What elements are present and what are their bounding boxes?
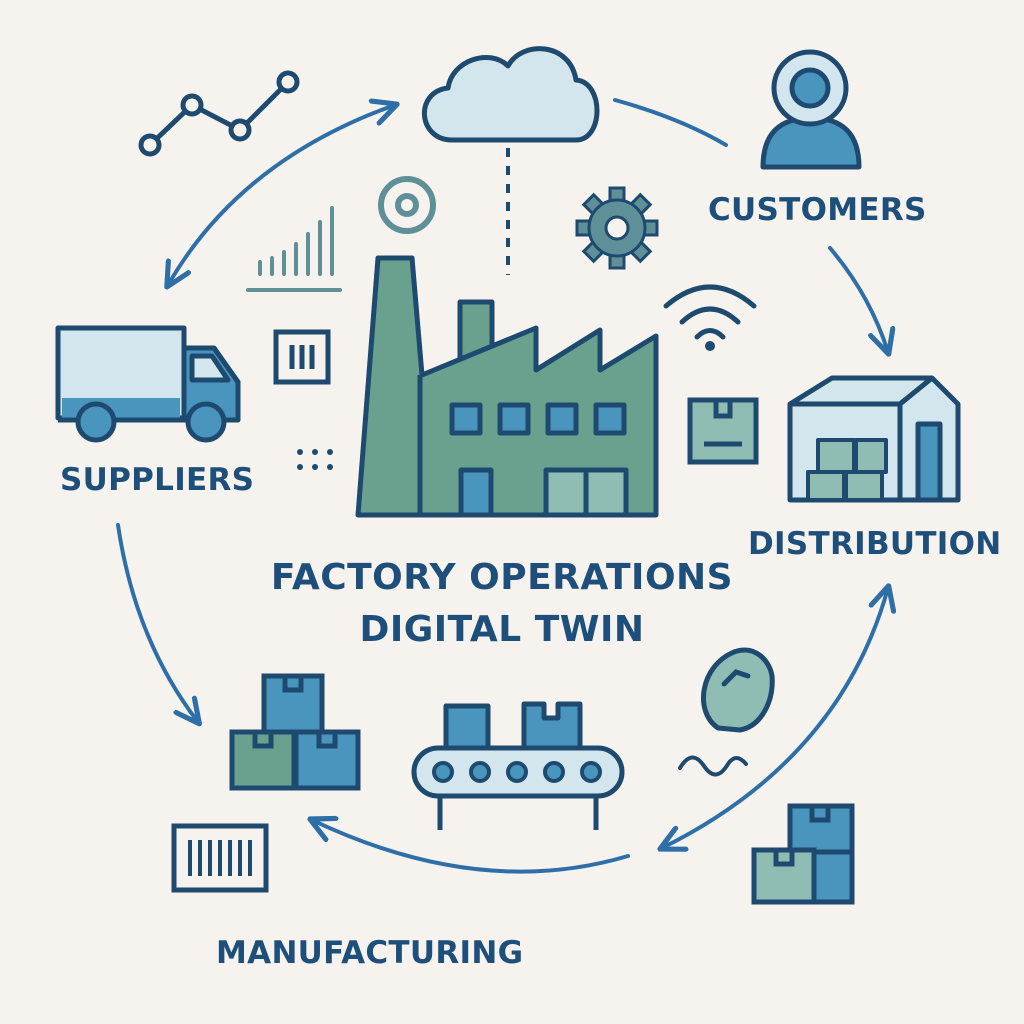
arrow-customers-to-distribution	[828, 246, 888, 352]
warehouse-icon	[787, 375, 961, 503]
stacked-boxes-icon	[229, 673, 361, 791]
cloud-icon	[421, 46, 600, 275]
conveyor-belt-icon	[411, 701, 625, 830]
arrow-suppliers-to-manufacturing	[116, 523, 198, 722]
delivery-truck-icon	[55, 325, 241, 443]
customers-label: CUSTOMERS	[708, 192, 927, 228]
package-icon	[687, 397, 759, 465]
bar-chart-icon	[246, 206, 342, 292]
diagram-title-line-1: FACTORY OPERATIONS	[270, 557, 734, 598]
diagram-title-line-2: DIGITAL TWIN	[359, 609, 645, 650]
wave-icon	[678, 755, 748, 777]
line-graph-icon	[138, 70, 300, 157]
target-icon	[378, 176, 436, 234]
factory-icon	[355, 255, 659, 518]
barcode-label-icon	[171, 823, 269, 893]
customer-avatar-icon	[760, 49, 862, 170]
arrow-distribution-to-bottom	[662, 588, 888, 848]
suppliers-label: SUPPLIERS	[60, 462, 255, 498]
arrow-cloud-to-customers	[613, 98, 728, 147]
dots-icon	[297, 449, 333, 470]
cycle-arrows	[116, 98, 888, 874]
distribution-label: DISTRIBUTION	[748, 526, 1002, 562]
barcode-icon	[273, 329, 331, 385]
diagram-title: FACTORY OPERATIONS DIGITAL TWIN	[236, 552, 768, 656]
arrow-cloud-to-suppliers	[168, 105, 395, 285]
boxes-stack-icon	[751, 803, 855, 905]
manufacturing-label: MANUFACTURING	[216, 935, 524, 971]
wifi-signal-icon	[663, 284, 757, 351]
gear-icon	[575, 186, 659, 270]
sensor-icon	[701, 647, 775, 733]
arrow-bottom-to-manufacturing	[312, 820, 630, 874]
